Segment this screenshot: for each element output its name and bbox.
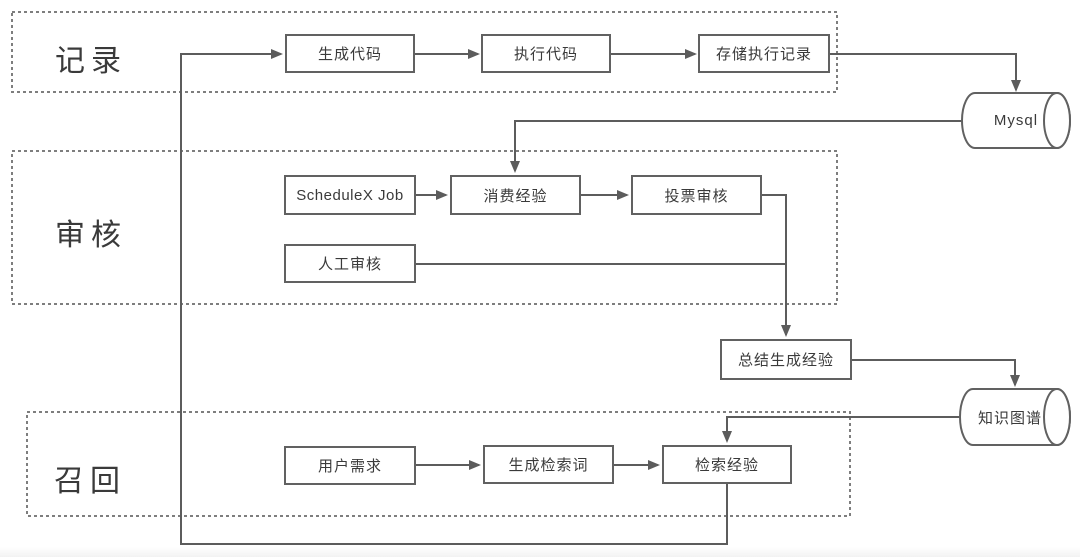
section-label-record: 记录 [55,45,127,78]
node-generate-code: 生成代码 [285,34,415,73]
section-label-recall: 召回 [54,465,126,498]
edge-store-to-mysql [830,53,1021,92]
node-schedulex-job: ScheduleX Job [284,175,416,215]
edge-knowledge-graph-to-retrieve [722,416,960,443]
section-frame-record [11,11,838,93]
section-frame-recall [26,411,851,517]
node-summarize-experience: 总结生成经验 [720,339,852,380]
section-frame-review [11,150,838,305]
edge-mysql-to-consume [510,120,962,173]
node-manual-review: 人工审核 [284,244,416,283]
node-user-demand: 用户需求 [284,446,416,485]
edge-summarize-to-knowledge-graph [852,359,1020,387]
edge-retrieve-loop-to-generate [180,49,728,545]
node-consume-experience: 消费经验 [450,175,581,215]
node-execute-code: 执行代码 [481,34,611,73]
edge-vote-to-summarize [762,194,791,337]
datastore-label-mysql: Mysql [993,112,1039,129]
node-store-execution-record: 存储执行记录 [698,34,830,73]
node-generate-search-terms: 生成检索词 [483,445,614,484]
datastore-label-knowledge-graph: 知识图谱 [977,409,1042,427]
database-cylinder-mysql [961,92,1071,149]
node-vote-review: 投票审核 [631,175,762,215]
database-cylinder-knowledge-graph [959,388,1071,446]
node-retrieve-experience: 检索经验 [662,445,792,484]
section-label-review: 审核 [55,219,127,252]
